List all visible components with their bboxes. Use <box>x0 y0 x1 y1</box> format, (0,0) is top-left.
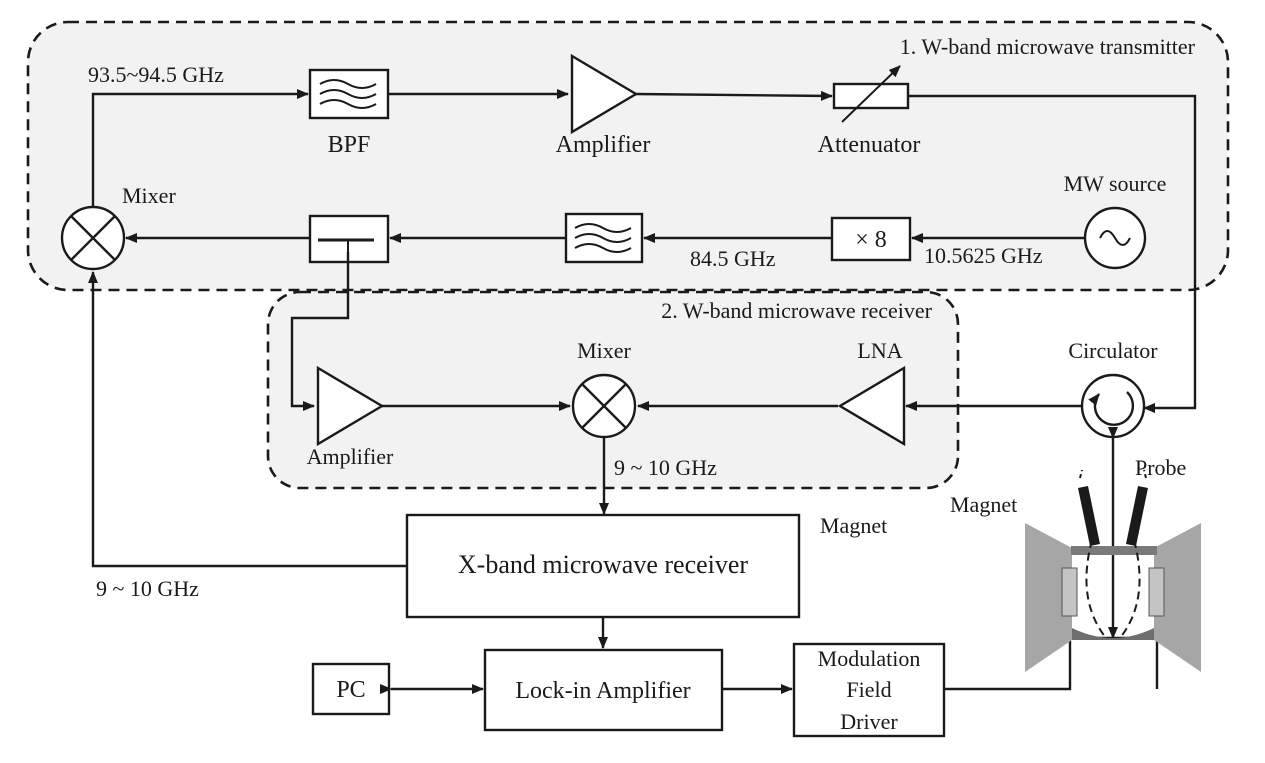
mixer-tx-icon <box>60 205 126 271</box>
bpf-label: BPF <box>328 132 371 158</box>
lockin-label: Lock-in Amplifier <box>515 678 690 704</box>
multiplier-box <box>830 216 912 262</box>
amplifier-rx-label: Amplifier <box>307 444 394 469</box>
wire-coupler-to-amplifier-rx <box>290 252 350 411</box>
magnet-label-left: Magnet <box>820 513 887 538</box>
mixer-rx-label: Mixer <box>577 338 631 363</box>
lna-icon <box>837 365 906 447</box>
beam-left <box>1085 539 1107 639</box>
modulation-line2: Field <box>846 677 891 702</box>
wire-attenuator-to-circulator <box>908 94 1197 413</box>
freq-source-label: 10.5625 GHz <box>924 243 1043 268</box>
modulation-line1: Modulation <box>818 646 921 671</box>
amplifier-tx-label: Amplifier <box>556 132 651 158</box>
magnet-right-pole <box>1154 523 1201 672</box>
mirror-dish <box>1072 628 1154 640</box>
probe-horn-left <box>1078 486 1100 546</box>
amplifier-tx-icon <box>570 53 639 135</box>
magnet-left-pole <box>1025 523 1072 672</box>
freq-x8-label: 84.5 GHz <box>690 246 776 271</box>
lna-label: LNA <box>857 338 902 363</box>
amplifier-rx-icon <box>316 365 385 447</box>
sample-plate <box>1071 546 1157 555</box>
pc-label: PC <box>336 677 365 703</box>
x-band-receiver-label: X-band microwave receiver <box>458 550 749 579</box>
mixer-tx-label: Mixer <box>122 183 176 208</box>
wire-mixer-to-bpf <box>91 89 309 212</box>
circulator-icon <box>1080 373 1146 439</box>
mw-source-icon <box>1083 206 1147 270</box>
bpf-filter-bottom <box>564 212 644 264</box>
beam-right <box>1119 539 1141 639</box>
modulation-driver-box <box>792 642 946 738</box>
wire-amplifier-to-attenuator <box>635 90 833 101</box>
probe-horn-right <box>1126 486 1148 546</box>
modulation-line3: Driver <box>840 709 898 734</box>
probe-label: Probe <box>1135 455 1186 480</box>
attenuator-label: Attenuator <box>818 132 921 158</box>
circulator-label: Circulator <box>1068 338 1158 363</box>
coil-left <box>1061 567 1078 617</box>
mw-source-label: MW source <box>1064 171 1167 196</box>
receiver-group-title: 2. W-band microwave receiver <box>661 298 932 323</box>
transmitter-group-title: 1. W-band microwave transmitter <box>900 34 1196 59</box>
attenuator-icon <box>832 65 910 123</box>
magnet-label-right: Magnet <box>950 492 1017 517</box>
freq-mixer-out-label: 93.5~94.5 GHz <box>88 62 224 87</box>
x-band-receiver-box <box>405 513 801 619</box>
freq-rx-if-label: 9 ~ 10 GHz <box>614 455 717 480</box>
coil-right <box>1148 567 1165 617</box>
mixer-rx-icon <box>571 373 637 439</box>
freq-x-band-out-label: 9 ~ 10 GHz <box>96 576 199 601</box>
wire-x-band-to-mixer-tx <box>88 271 407 568</box>
magnet-assembly <box>1025 469 1201 672</box>
bpf-filter-top <box>308 68 390 120</box>
multiplier-label: × 8 <box>855 227 887 253</box>
